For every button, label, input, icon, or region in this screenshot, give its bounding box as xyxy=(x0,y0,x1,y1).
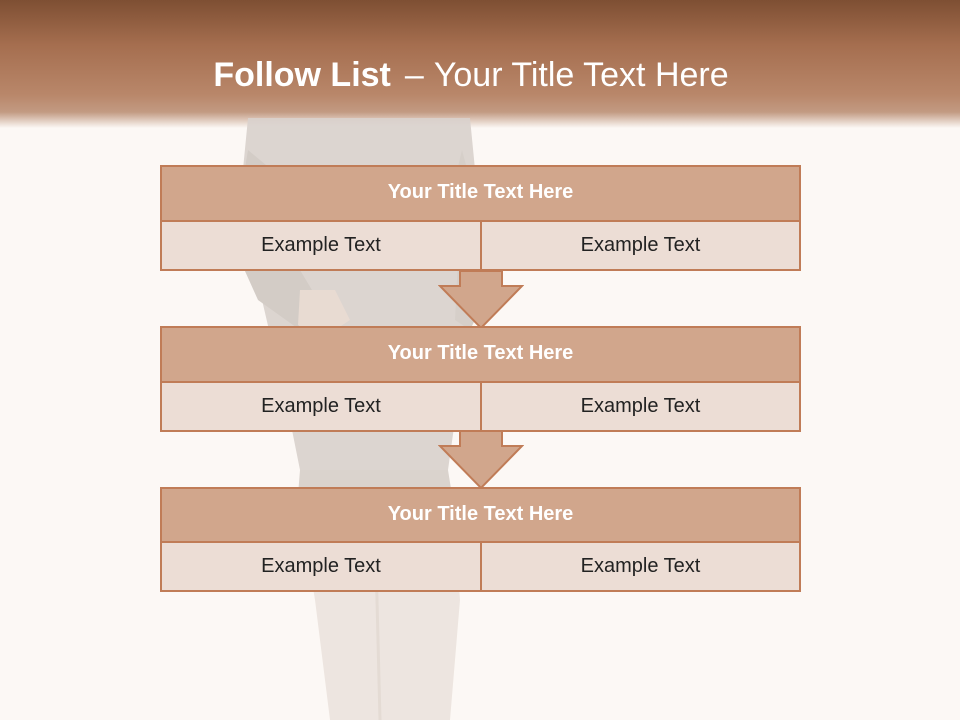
block-title[interactable]: Your Title Text Here xyxy=(160,326,801,383)
down-arrow-icon xyxy=(438,270,524,330)
block-title[interactable]: Your Title Text Here xyxy=(160,487,801,544)
slide-title-bold: Follow List xyxy=(213,56,391,94)
block-cell-left[interactable]: Example Text xyxy=(160,381,482,432)
block-cell-left[interactable]: Example Text xyxy=(160,541,482,592)
block-cell-left[interactable]: Example Text xyxy=(160,220,482,271)
slide-title-rest: Your Title Text Here xyxy=(433,56,729,94)
header-band xyxy=(0,0,960,150)
slide-title: Follow List–Your Title Text Here xyxy=(0,54,942,96)
block-cell-right[interactable]: Example Text xyxy=(480,220,801,271)
down-arrow-icon xyxy=(438,430,524,490)
slide-title-dash: – xyxy=(404,56,424,94)
block-title[interactable]: Your Title Text Here xyxy=(160,165,801,222)
block-cell-right[interactable]: Example Text xyxy=(480,381,801,432)
block-cell-right[interactable]: Example Text xyxy=(480,541,801,592)
